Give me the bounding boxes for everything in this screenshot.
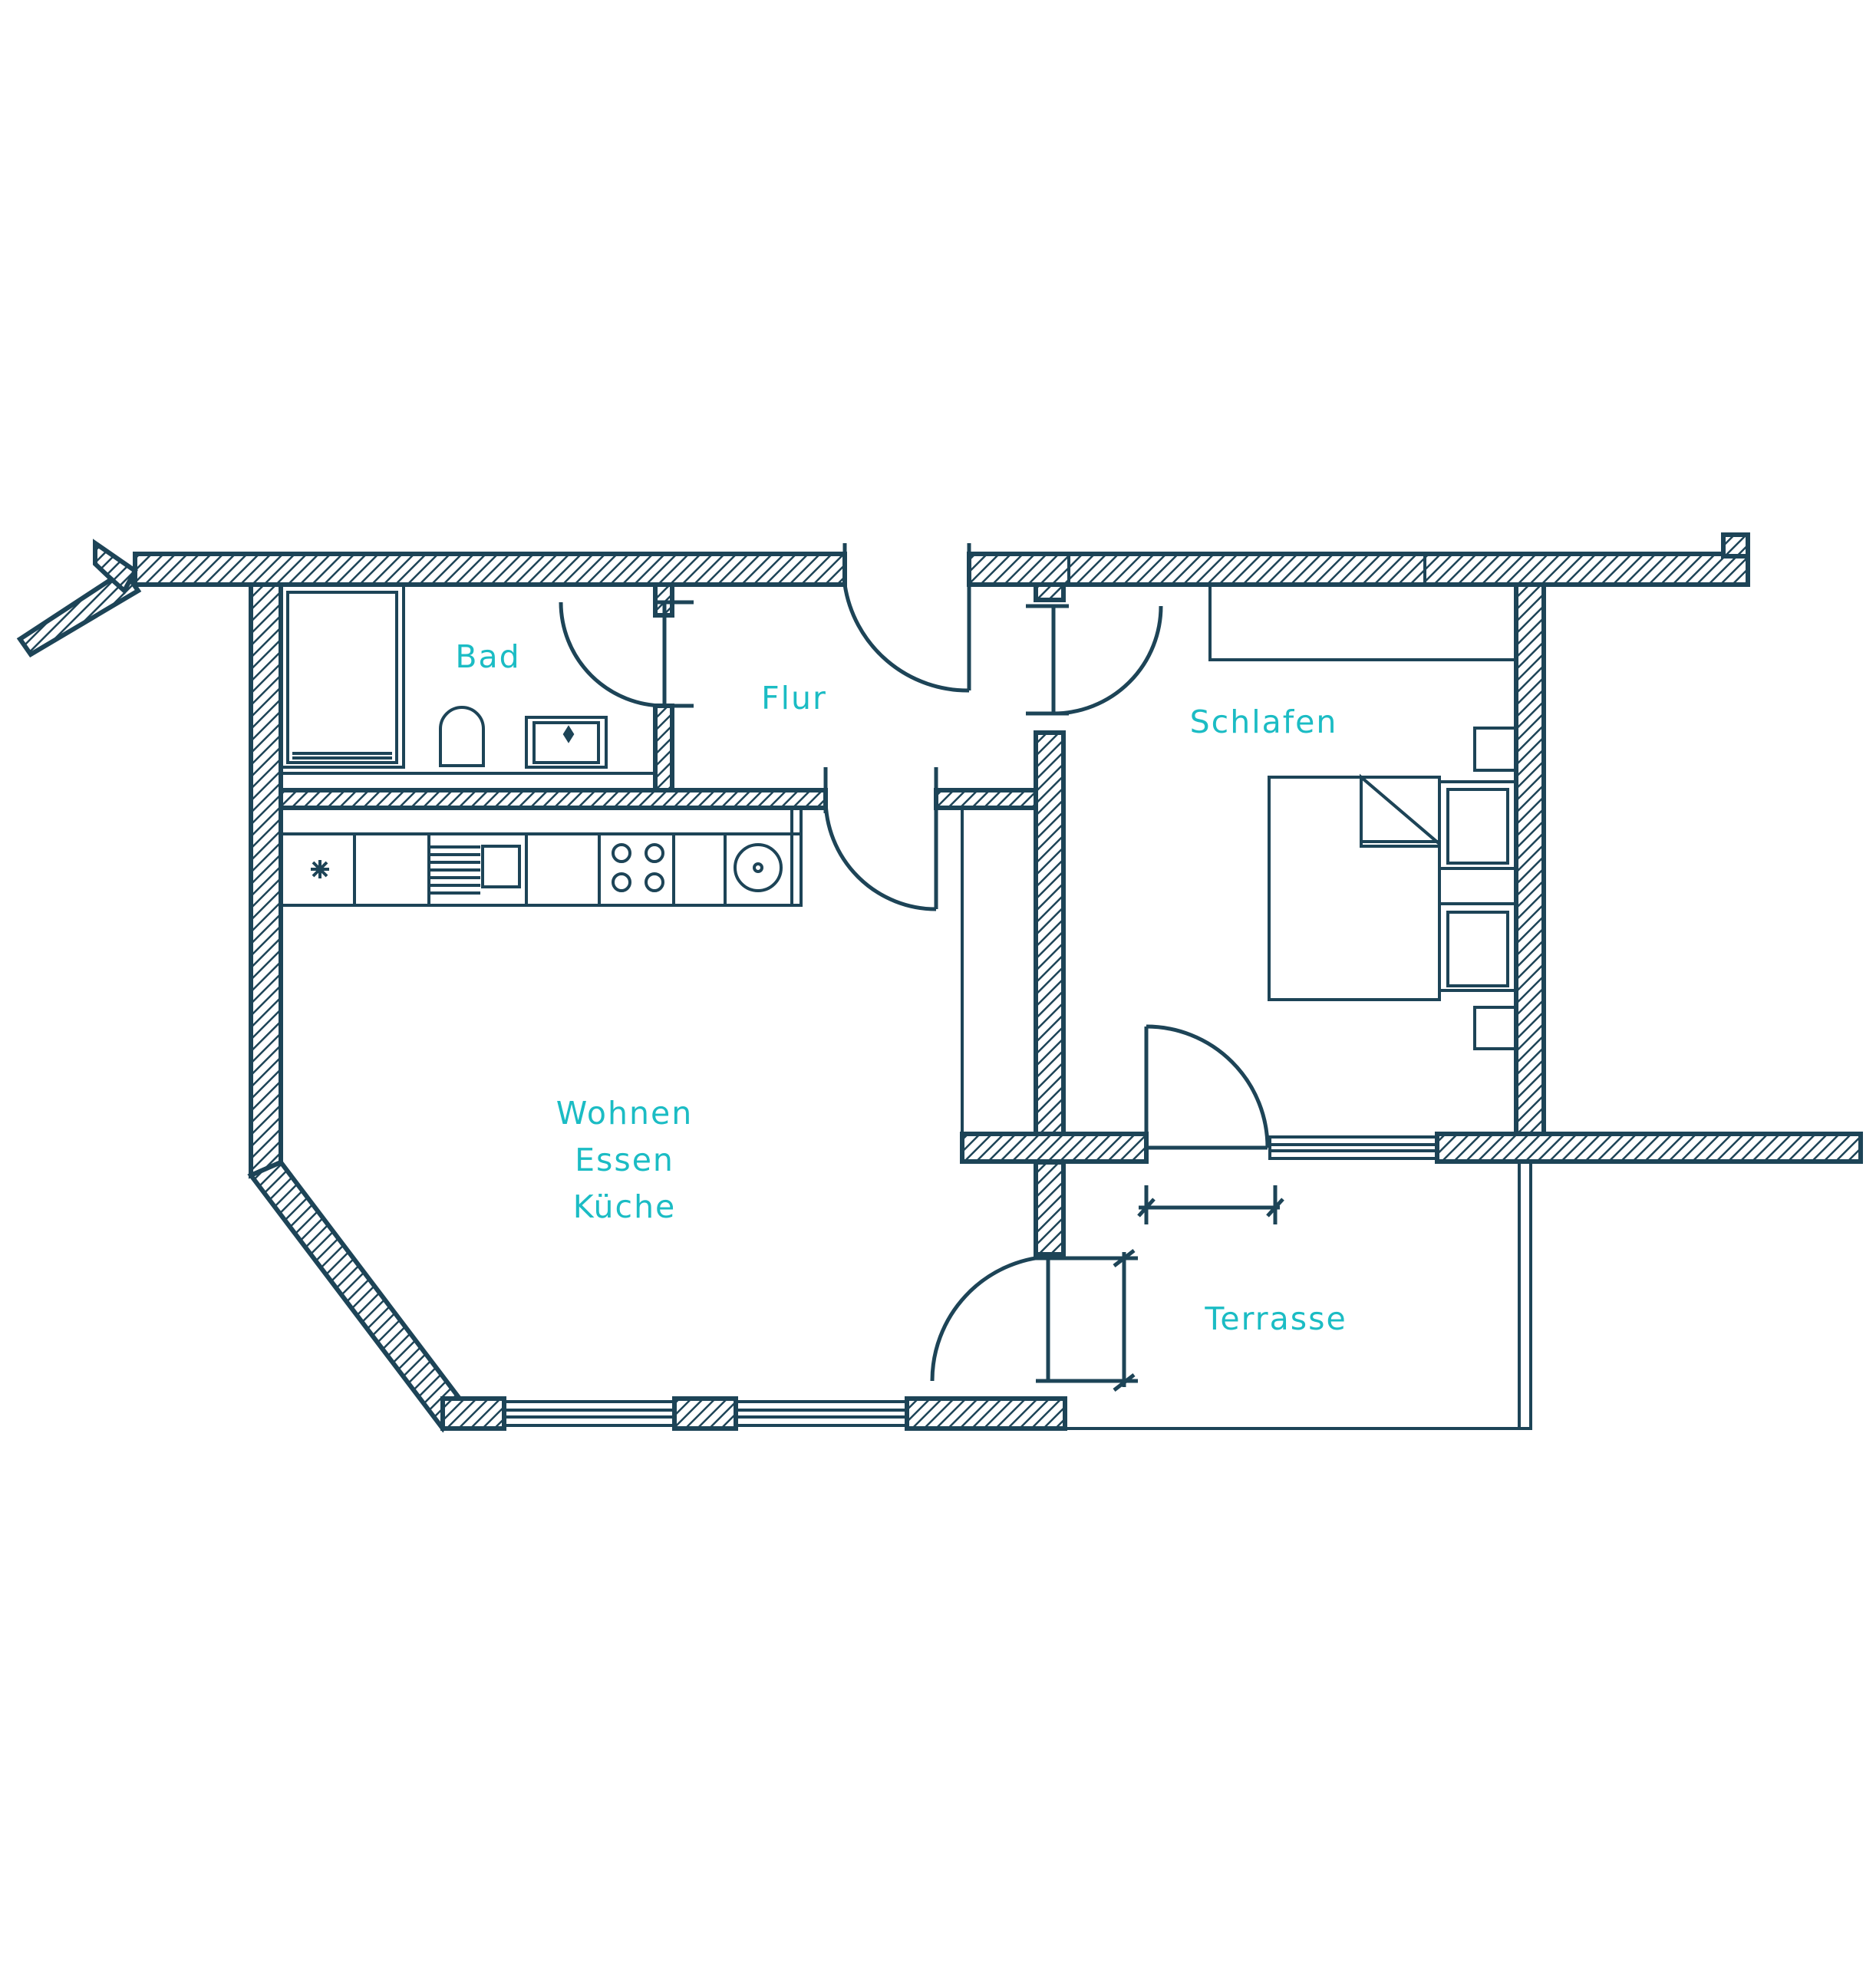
wall-bath-hall-lower xyxy=(653,704,674,793)
room-labels: Bad Flur Schlafen Wohnen Essen Küche Ter… xyxy=(455,638,1347,1337)
wall-bottom-left xyxy=(440,1396,506,1431)
label-kueche: Küche xyxy=(573,1188,677,1225)
door-bedroom-terrace xyxy=(1137,1024,1284,1224)
label-schlafen: Schlafen xyxy=(1190,704,1338,740)
wall-bed-terrace-left xyxy=(960,1132,1149,1164)
bathtub xyxy=(279,583,405,769)
label-flur: Flur xyxy=(761,680,827,717)
wall-left-diagonal xyxy=(247,1159,463,1433)
nightstand-bottom xyxy=(1446,911,1509,987)
door-bath xyxy=(559,600,694,708)
terrace-outline xyxy=(1063,1162,1532,1430)
door-entrance xyxy=(842,543,971,693)
washbasin xyxy=(525,716,608,769)
window-bottom-left xyxy=(503,1400,676,1427)
wall-bottom-mid xyxy=(672,1396,738,1431)
wall-bed-terrace-right xyxy=(1435,1132,1863,1164)
label-bad: Bad xyxy=(455,638,520,675)
wall-bottom-right xyxy=(905,1396,1067,1431)
wall-corner-left xyxy=(93,539,138,595)
wall-left xyxy=(249,582,283,1179)
nightstand-top xyxy=(1446,788,1509,865)
kitchen-counter xyxy=(279,806,803,907)
label-wohnen: Wohnen xyxy=(556,1095,693,1132)
kitchen-sink xyxy=(429,845,521,895)
bedroom-wardrobe xyxy=(1208,583,1518,661)
door-bedroom xyxy=(1026,604,1163,716)
label-essen: Essen xyxy=(575,1142,674,1178)
wall-hall-bottom-right xyxy=(934,788,1038,810)
wall-center-top xyxy=(1034,582,1066,602)
side-box-bottom xyxy=(1473,1006,1518,1050)
wall-top-right-stub xyxy=(1721,532,1750,559)
wall-center-lower xyxy=(1034,1160,1066,1257)
toilet xyxy=(439,706,485,767)
washing-machine xyxy=(734,843,783,892)
wall-top-right xyxy=(967,552,1750,587)
window-bottom-right xyxy=(734,1400,908,1427)
door-living-terrace xyxy=(930,1249,1138,1392)
hall-closet xyxy=(961,806,1037,1135)
bedroom-furniture xyxy=(1268,727,1518,1050)
window-bedroom-terrace xyxy=(1268,1135,1439,1160)
double-bed xyxy=(1268,773,1441,1001)
wall-diagonal-left xyxy=(16,567,142,657)
label-terrasse: Terrasse xyxy=(1204,1300,1347,1337)
freezer-icon xyxy=(311,860,329,878)
wall-right xyxy=(1514,582,1546,1136)
stove-hob xyxy=(612,843,664,892)
side-box-top xyxy=(1473,727,1518,772)
walls xyxy=(16,532,1863,1433)
wall-top-left xyxy=(133,552,847,587)
thin-lines xyxy=(503,554,1532,1430)
doors xyxy=(559,543,1284,1392)
door-living xyxy=(823,767,938,911)
bathroom-fixtures xyxy=(279,583,655,775)
wall-bath-bottom xyxy=(279,788,828,810)
